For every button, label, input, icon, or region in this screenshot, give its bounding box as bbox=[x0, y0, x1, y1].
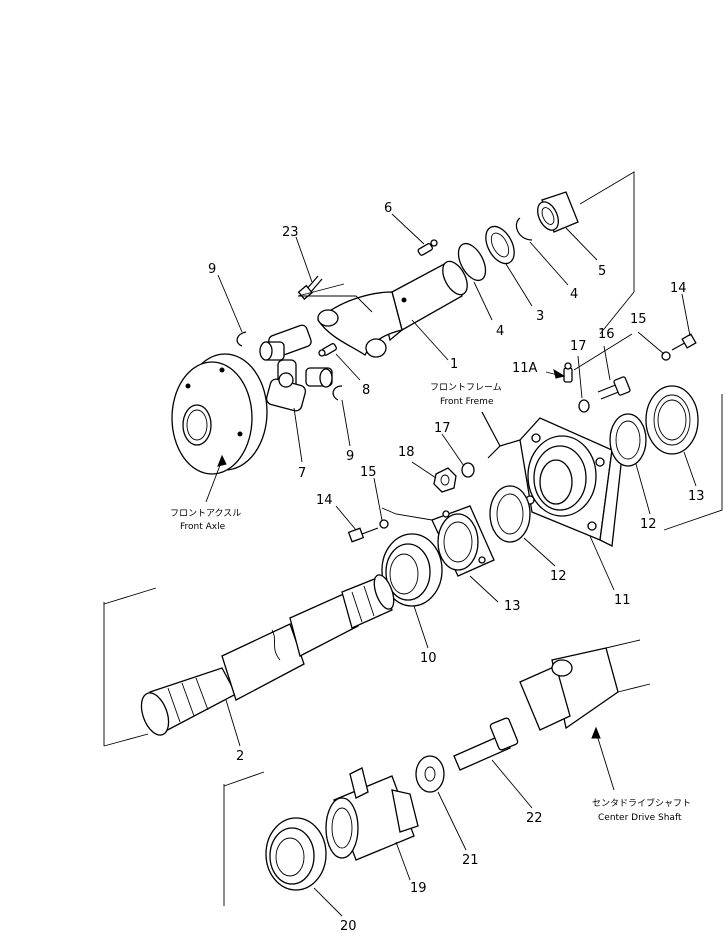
callout-16: 16 bbox=[598, 327, 615, 342]
callout-11: 11 bbox=[614, 593, 631, 608]
main-shaft bbox=[140, 574, 395, 736]
callout-23: 23 bbox=[282, 225, 299, 240]
grease-fitting-11a bbox=[563, 362, 573, 383]
seal-20 bbox=[265, 817, 327, 891]
callout-11a: 11A bbox=[512, 361, 538, 376]
bolt-16 bbox=[597, 376, 631, 400]
callout-4a: 4 bbox=[496, 324, 504, 339]
front-frame-caption-jp: フロントフレーム bbox=[430, 382, 502, 393]
grease-fitting-6 bbox=[417, 239, 438, 256]
callout-7: 7 bbox=[298, 466, 306, 481]
callout-9b: 9 bbox=[346, 449, 354, 464]
bearing-ring-3 bbox=[485, 225, 515, 265]
universal-joint bbox=[259, 324, 333, 412]
callout-19: 19 bbox=[410, 881, 427, 896]
callout-10: 10 bbox=[420, 651, 437, 666]
lockwasher-15a bbox=[379, 519, 389, 529]
callout-20: 20 bbox=[340, 919, 357, 933]
yoke-shaft bbox=[317, 260, 468, 358]
callout-3: 3 bbox=[536, 309, 544, 324]
callout-labels: 1 2 3 4 4 5 6 7 8 9 9 10 11 11A 12 12 13… bbox=[208, 201, 705, 933]
callout-14b: 14 bbox=[670, 281, 687, 296]
front-axle-caption-jp: フロントアクスル bbox=[170, 508, 241, 519]
washer-21 bbox=[415, 755, 445, 793]
callout-14a: 14 bbox=[316, 493, 333, 508]
callout-8: 8 bbox=[362, 383, 370, 398]
callout-17a: 17 bbox=[570, 339, 587, 354]
callout-6: 6 bbox=[384, 201, 392, 216]
snap-ring-9a bbox=[236, 331, 247, 347]
frame-bracket-line bbox=[481, 411, 521, 459]
front-axle-caption-en: Front Axle bbox=[180, 522, 226, 532]
seal-12b bbox=[609, 413, 647, 467]
grease-fitting-8 bbox=[318, 342, 337, 357]
snap-ring-4a bbox=[457, 242, 487, 282]
callout-15a: 15 bbox=[360, 465, 377, 480]
callout-13b: 13 bbox=[688, 489, 705, 504]
center-shaft-caption-en: Center Drive Shaft bbox=[598, 813, 682, 823]
bolt-14a bbox=[347, 527, 379, 543]
callout-15b: 15 bbox=[630, 312, 647, 327]
seal-10 bbox=[381, 533, 443, 607]
seal-cover-13b bbox=[645, 385, 699, 455]
callout-12a: 12 bbox=[550, 569, 567, 584]
captions: フロントアクスル Front Axle フロントフレーム Front Freme… bbox=[170, 382, 691, 823]
washer-17a bbox=[578, 399, 590, 413]
bearing-5 bbox=[537, 191, 579, 233]
seal-cover-13a bbox=[431, 505, 495, 577]
callout-2: 2 bbox=[236, 749, 244, 764]
callout-17b: 17 bbox=[434, 421, 451, 436]
callout-18: 18 bbox=[398, 445, 415, 460]
yoke-19 bbox=[325, 767, 419, 861]
bolt-22 bbox=[453, 717, 519, 771]
bolt-14b bbox=[671, 333, 697, 351]
front-frame-caption-en: Front Freme bbox=[440, 397, 494, 407]
snap-ring-4b bbox=[515, 217, 533, 241]
callout-4b: 4 bbox=[570, 287, 578, 302]
leader-lines bbox=[103, 171, 723, 917]
callout-1: 1 bbox=[450, 357, 458, 372]
nut-18 bbox=[433, 467, 457, 493]
seal-12a bbox=[489, 485, 531, 543]
washer-17b bbox=[461, 462, 475, 478]
callout-9a: 9 bbox=[208, 262, 216, 277]
callout-12b: 12 bbox=[640, 517, 657, 532]
center-shaft-caption-jp: センタドライブシャフト bbox=[592, 797, 691, 809]
center-drive-shaft bbox=[519, 639, 651, 731]
snap-ring-9b bbox=[332, 385, 343, 401]
callout-21: 21 bbox=[462, 853, 479, 868]
callout-5: 5 bbox=[598, 264, 606, 279]
callout-13a: 13 bbox=[504, 599, 521, 614]
axle-flange bbox=[171, 353, 268, 475]
callout-22: 22 bbox=[526, 811, 543, 826]
bearing-housing bbox=[519, 417, 623, 547]
